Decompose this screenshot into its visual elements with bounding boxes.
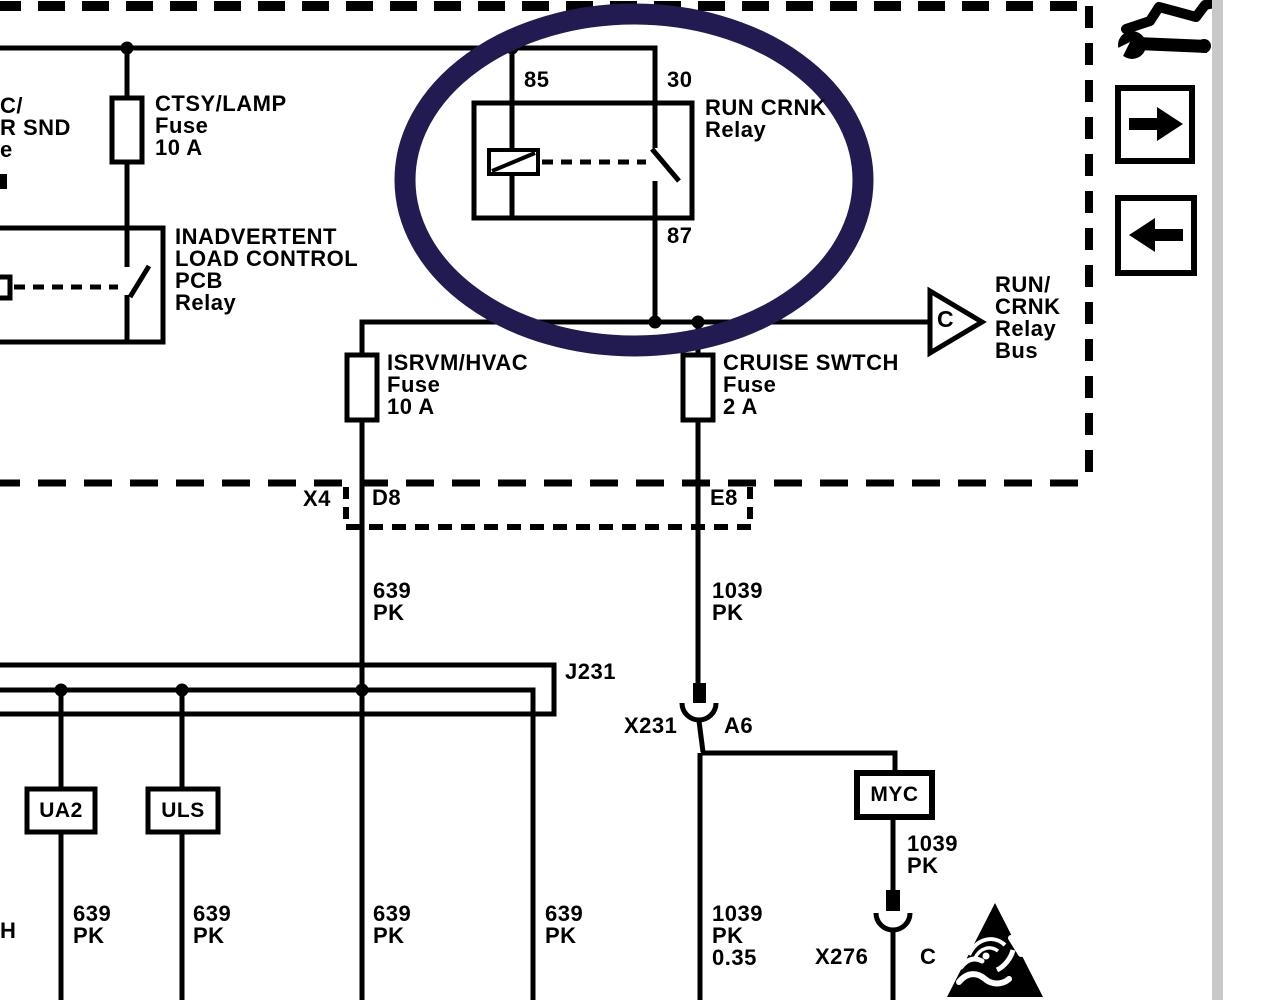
uls-label: ULS [161, 798, 205, 822]
bus-triangle-letter: C [937, 306, 955, 332]
srs-warning-icon [941, 900, 1051, 1000]
wire-label-1039-pk-035: 1039 PK 0.35 [712, 901, 763, 970]
x276-connector-symbol [873, 890, 913, 933]
run-crnk-relay-bus-label: RUN/ CRNK Relay Bus [995, 272, 1061, 363]
wire-label-1039-pk-myc: 1039 PK [907, 831, 958, 878]
run-crnk-relay-label: RUN CRNK Relay [705, 95, 827, 142]
bus-output-triangle [927, 286, 987, 358]
arrow-left-icon [1129, 218, 1183, 252]
connector-e8-label: E8 [710, 485, 738, 510]
x276-label: X276 [815, 944, 869, 969]
annotation-highlight-circle [394, 3, 874, 357]
x276-pin-c-label: C [920, 944, 937, 969]
ctsy-lamp-fuse-symbol [109, 95, 145, 165]
previous-page-button[interactable] [1115, 195, 1197, 276]
j231-label: J231 [565, 659, 616, 684]
inadvertent-relay-label: INADVERTENT LOAD CONTROL PCB Relay [175, 224, 359, 315]
arrow-right-icon [1129, 107, 1183, 141]
connector-d8-label: D8 [372, 485, 402, 510]
wire-label-639-pk: 639 PK [545, 901, 584, 948]
inadvertent-relay-symbol [0, 264, 152, 342]
ctsy-lamp-fuse-label: CTSY/LAMP Fuse 10 A [155, 91, 287, 160]
edge-fragment-mark [0, 174, 7, 189]
edge-fragment-label: e [0, 137, 13, 162]
x231-connector-symbol [679, 683, 719, 723]
uls-box [145, 786, 221, 835]
cruise-swtch-fuse-symbol [680, 352, 716, 423]
wire-label-1039-pk: 1039 PK [712, 578, 763, 625]
ua2-label: UA2 [39, 798, 83, 822]
connector-x4-label: X4 [303, 486, 331, 511]
isrvm-hvac-fuse-symbol [344, 352, 380, 423]
edge-fragment-label: R SND [0, 115, 71, 140]
wire-label-639-pk: 639 PK [373, 578, 412, 625]
connector-row-dashed-box [343, 487, 753, 530]
next-page-button[interactable] [1115, 85, 1195, 164]
edge-fragment-label: C/ [0, 93, 23, 118]
x231-label: X231 [624, 713, 678, 738]
wire-label-639-pk: 639 PK [193, 901, 232, 948]
cruise-swtch-fuse-label: CRUISE SWTCH Fuse 2 A [723, 350, 899, 419]
terminal-85-label: 85 [524, 67, 550, 92]
ua2-box [24, 786, 98, 835]
wire-label-639-pk: 639 PK [373, 901, 412, 948]
terminal-87-label: 87 [667, 223, 693, 248]
run-crnk-relay-symbol [487, 147, 681, 183]
x231-pin-a6-label: A6 [724, 713, 754, 738]
bottom-edge-fragment-label: H [0, 918, 17, 943]
wire-label-639-pk: 639 PK [73, 901, 112, 948]
isrvm-hvac-fuse-label: ISRVM/HVAC Fuse 10 A [387, 350, 529, 419]
fuse-block-dashed-border [0, 1, 1093, 487]
myc-label: MYC [870, 783, 919, 806]
terminal-30-label: 30 [667, 67, 693, 92]
myc-box [854, 770, 935, 820]
junction-dots [54, 41, 705, 697]
wrench-icon[interactable] [1098, 0, 1224, 67]
vertical-scrollbar[interactable] [1212, 0, 1223, 1000]
